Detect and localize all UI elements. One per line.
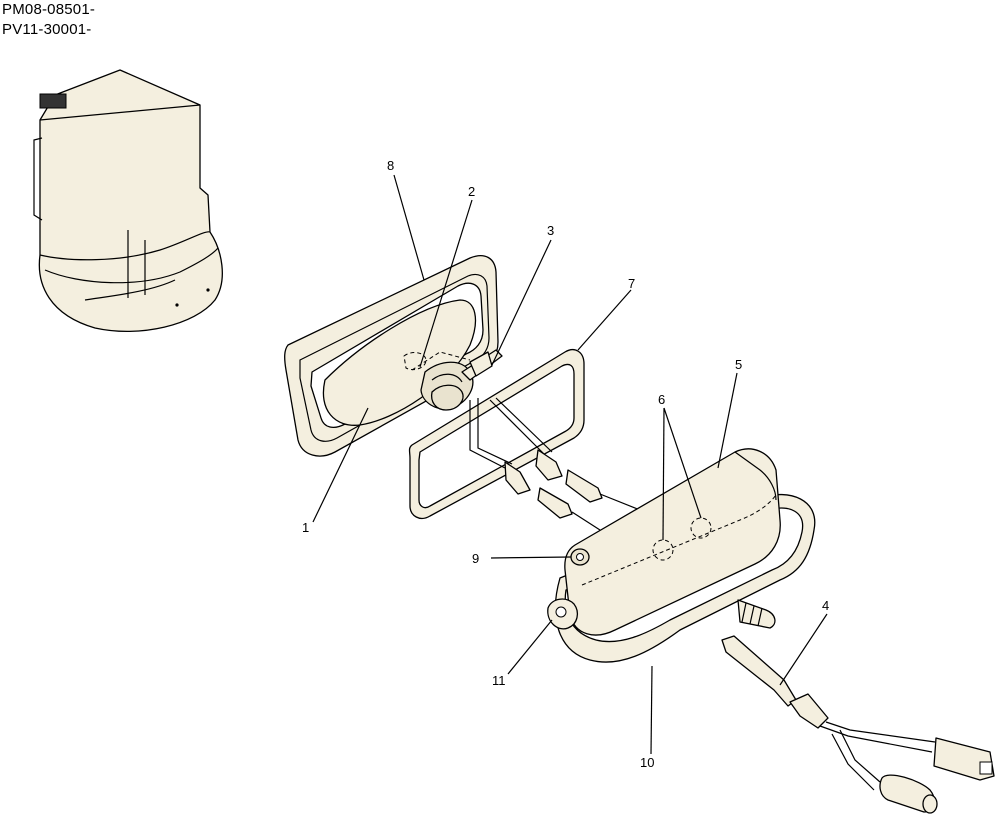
callout-8: 8 <box>387 158 394 173</box>
part-9-nut <box>570 548 590 566</box>
part-7-gasket <box>408 349 585 520</box>
part-11-adjust-knob <box>547 598 579 630</box>
part-6-screw-hole-a-icon <box>652 539 674 561</box>
callout-10: 10 <box>640 755 654 770</box>
part-5-lamp-housing <box>564 448 781 636</box>
callout-6: 6 <box>658 392 665 407</box>
callout-1: 1 <box>302 520 309 535</box>
part-2-socket <box>403 351 471 411</box>
callout-9: 9 <box>472 551 479 566</box>
part-3-retaining-clip <box>461 349 503 381</box>
connector-plug-icon <box>933 737 995 781</box>
side-stud <box>737 599 776 629</box>
callout-labels: 8 2 3 7 5 6 1 9 11 10 4 <box>302 158 829 770</box>
callout-4: 4 <box>822 598 829 613</box>
work-light-marker-icon <box>39 93 67 109</box>
serial-number-1: PM08-08501- <box>2 1 96 18</box>
leader-lines <box>312 174 828 755</box>
part-6-screw-hole-b-icon <box>690 517 712 539</box>
callout-3: 3 <box>547 223 554 238</box>
serial-number-block: PM08-08501- PV11-30001- <box>2 0 95 40</box>
cab-location-inset <box>33 69 223 333</box>
callout-5: 5 <box>735 357 742 372</box>
part-4-cable-harness <box>721 635 995 814</box>
callout-2: 2 <box>468 184 475 199</box>
callout-7: 7 <box>628 276 635 291</box>
serial-number-2: PV11-30001- <box>2 21 92 38</box>
callout-11: 11 <box>492 673 506 688</box>
part-8-lamp-frame <box>284 255 499 457</box>
lamp-wiring <box>469 397 641 531</box>
